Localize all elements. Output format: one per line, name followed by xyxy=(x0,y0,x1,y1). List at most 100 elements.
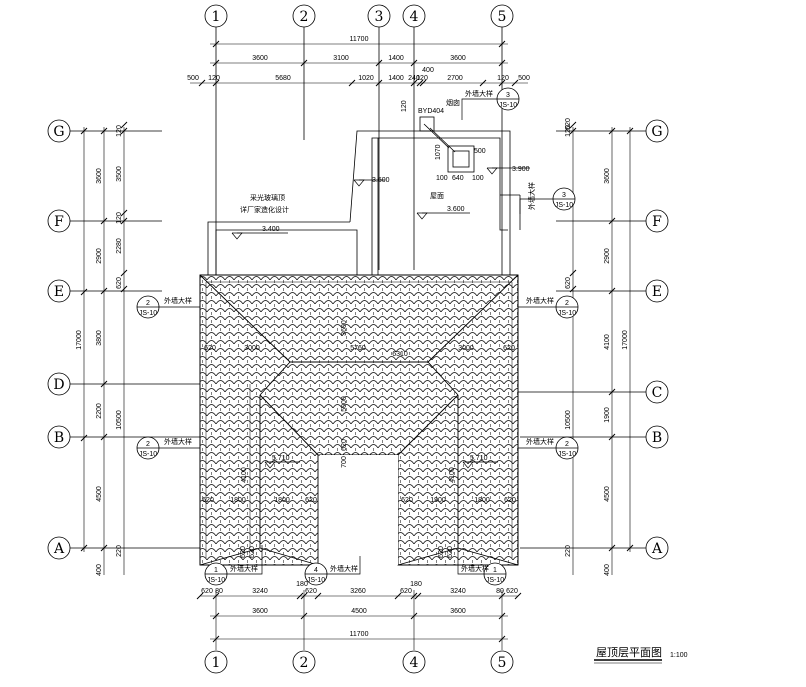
right-axis-label-c: C xyxy=(652,385,663,401)
chimney-dim-5: 500 xyxy=(474,148,486,155)
left-axis-label-a: A xyxy=(53,541,65,557)
left-axis-label-e: E xyxy=(54,284,64,300)
left-axis-group xyxy=(47,119,250,560)
wall-detail-f: 外墙大样 xyxy=(527,182,536,210)
right-axis-labels: G F E C B A xyxy=(651,124,663,557)
elevation-5710-b: 5.710 xyxy=(470,455,488,462)
roof-right-3: 1800 xyxy=(474,497,490,504)
left-dimension-text: 17000 10500 3600 2900 3800 2200 4500 400… xyxy=(76,125,123,576)
left-dim-1: 3600 xyxy=(96,168,103,184)
wall-detail-top: 外墙大样 xyxy=(465,89,493,98)
roof-elevation-markers: 5.710 5.710 xyxy=(264,455,498,469)
drawing-scale: 1:100 xyxy=(670,652,688,659)
roof-mid-2: 5000 xyxy=(341,396,348,412)
callout-bl-ref: JS-10 xyxy=(207,577,225,584)
elevation-3600-b: 3.600 xyxy=(447,206,465,213)
callout-left-b-ref: JS-10 xyxy=(139,451,157,458)
roof-ridge-2: 700 xyxy=(341,456,348,468)
bottom-r1-8: 180 xyxy=(410,581,422,588)
roof-right-4: 620 xyxy=(504,497,516,504)
detail-leaders xyxy=(159,98,556,575)
top-axis-label-1: 1 xyxy=(212,9,221,25)
top-dim-r2-2: 120 xyxy=(208,75,220,82)
bottom-axis-label-5: 5 xyxy=(498,655,507,671)
chimney-dim-6: 120 xyxy=(401,100,408,112)
roof-corner-right-2: 620 xyxy=(447,546,454,558)
right-total-dim: 17000 xyxy=(622,330,629,350)
chimney-tag: BYD404 xyxy=(418,108,444,115)
callout-bl-num: 1 xyxy=(214,567,218,574)
wall-detail-right-e: 外墙大样 xyxy=(526,296,554,305)
bottom-axis-label-1: 1 xyxy=(212,655,221,671)
roof-ridge-1: 620 xyxy=(341,439,348,451)
callout-f-ref: JS-10 xyxy=(555,202,573,209)
wall-detail-left-b: 外墙大样 xyxy=(164,437,192,446)
roof-left-2: 1800 xyxy=(230,497,246,504)
bottom-axis-label-2: 2 xyxy=(300,655,309,671)
left-inner-4: 2280 xyxy=(116,238,123,254)
top-total-dim: 11700 xyxy=(350,36,369,43)
bottom-r1-3: 3240 xyxy=(252,588,268,595)
right-dimension-text: 17000 10500 3600 2900 4100 1900 4500 400… xyxy=(565,118,629,576)
callout-left-e-ref: JS-10 xyxy=(139,310,157,317)
callout-left-b-num: 2 xyxy=(146,441,150,448)
left-inner-3: 120 xyxy=(116,212,123,224)
roof-right-2: 1900 xyxy=(430,497,446,504)
drawing-title-block: 屋顶层平面图 1:100 xyxy=(594,646,688,664)
right-dim-4: 1900 xyxy=(604,407,611,423)
tiled-hip-roof xyxy=(199,274,519,566)
bottom-dimension-lines xyxy=(196,590,522,650)
top-dim-r2-9: 120 xyxy=(497,75,509,82)
callout-br-ref: JS-10 xyxy=(486,577,504,584)
roof-left-1: 620 xyxy=(202,497,214,504)
bottom-axis-label-4: 4 xyxy=(410,655,419,671)
upper-roof-text: 采光玻璃顶 详厂家造化设计 3.400 3.600 屋面 3.600 3.900… xyxy=(240,98,530,233)
bottom-r1-7: 620 xyxy=(400,588,412,595)
callout-br-num: 1 xyxy=(493,567,497,574)
top-axis-label-5: 5 xyxy=(498,9,507,25)
bottom-r1-4: 180 xyxy=(296,581,308,588)
bottom-r2-2: 4500 xyxy=(351,608,367,615)
skylight-label: 采光玻璃顶 xyxy=(250,193,285,202)
bottom-r1-9: 3240 xyxy=(450,588,466,595)
roof-top-4: 6310 xyxy=(392,351,408,358)
right-dim-3: 4100 xyxy=(604,334,611,350)
bottom-r1-10: 80 xyxy=(496,588,504,595)
bottom-axis-group xyxy=(204,650,514,674)
right-dim-6: 400 xyxy=(604,564,611,576)
courtyard-void xyxy=(320,455,398,565)
right-inner-1: 120 xyxy=(565,125,572,137)
callout-left-e-num: 2 xyxy=(146,300,150,307)
callout-right-e-num: 2 xyxy=(565,300,569,307)
top-dim-2: 3100 xyxy=(333,55,349,62)
bottom-r1-11: 620 xyxy=(506,588,518,595)
left-axis-label-d: D xyxy=(53,377,64,393)
top-axis-label-2: 2 xyxy=(300,9,309,25)
drawing-title: 屋顶层平面图 xyxy=(596,646,662,659)
right-axis-label-a: A xyxy=(651,541,663,557)
top-dim-3: 1400 xyxy=(388,55,404,62)
right-mid-dim: 10500 xyxy=(565,410,572,430)
left-dim-2: 2900 xyxy=(96,248,103,264)
top-dim-r2-7: 120 xyxy=(416,75,428,82)
chimney-label: 烟囱 xyxy=(446,98,460,107)
left-axis-label-f: F xyxy=(54,214,64,230)
left-inner-1: 120 xyxy=(116,125,123,137)
wall-detail-labels: 外墙大样 外墙大样 外墙大样 外墙大样 外墙大样 外墙大样 外墙大样 外墙大样 … xyxy=(164,89,554,573)
right-inner-2: 620 xyxy=(565,118,572,130)
roof-dimension-text: 620 3000 5760 6310 3000 620 3600 5000 62… xyxy=(202,320,516,558)
left-dim-6: 400 xyxy=(96,564,103,576)
roof-right-1: 620 xyxy=(401,497,413,504)
right-axis-label-e: E xyxy=(652,284,662,300)
right-inner-4: 620 xyxy=(565,277,572,289)
left-dimension-lines xyxy=(80,121,128,575)
top-axis-group xyxy=(204,4,514,283)
roof-top-6: 620 xyxy=(503,345,515,352)
top-axis-label-3: 3 xyxy=(375,9,384,25)
right-axis-group xyxy=(500,119,669,560)
left-bottom-dim: 220 xyxy=(116,545,123,557)
left-dim-4: 2200 xyxy=(96,403,103,419)
wall-detail-bm: 外墙大样 xyxy=(330,564,358,573)
top-dim-r2-5: 1400 xyxy=(388,75,404,82)
